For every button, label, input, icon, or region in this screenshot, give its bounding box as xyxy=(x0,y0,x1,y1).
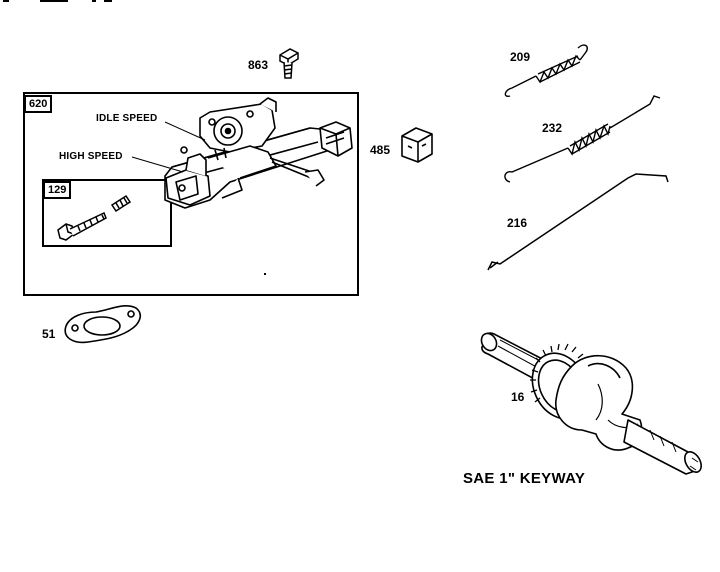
screw-kit-drawing xyxy=(57,194,132,241)
part-label-485: 485 xyxy=(370,143,391,157)
spring-209-drawing xyxy=(504,44,588,98)
keyway-caption: SAE 1" KEYWAY xyxy=(463,470,586,487)
part-label-232: 232 xyxy=(542,121,563,135)
gasket-51-drawing xyxy=(64,305,142,344)
screw-863-drawing xyxy=(279,48,299,79)
part-label-209: 209 xyxy=(510,50,531,64)
header-fragment-marks xyxy=(3,0,112,2)
control-assembly-frame xyxy=(23,92,359,296)
part-label-620: 620 xyxy=(24,95,53,113)
control-plate-drawing xyxy=(164,97,353,209)
spring-232-drawing xyxy=(504,95,661,183)
screw-kit-frame xyxy=(42,179,172,247)
part-label-129: 129 xyxy=(43,181,72,199)
scan-speck xyxy=(264,273,266,275)
high-speed-label: HIGH SPEED xyxy=(59,151,123,162)
part-label-51: 51 xyxy=(42,327,56,341)
link-216-drawing xyxy=(487,173,669,271)
block-485-drawing xyxy=(401,127,433,163)
part-label-16: 16 xyxy=(511,390,525,404)
speed-leader-lines xyxy=(131,121,206,173)
idle-speed-label: IDLE SPEED xyxy=(96,113,158,124)
part-label-863: 863 xyxy=(248,58,269,72)
part-label-216: 216 xyxy=(507,216,528,230)
crankshaft-16-drawing xyxy=(480,332,702,475)
